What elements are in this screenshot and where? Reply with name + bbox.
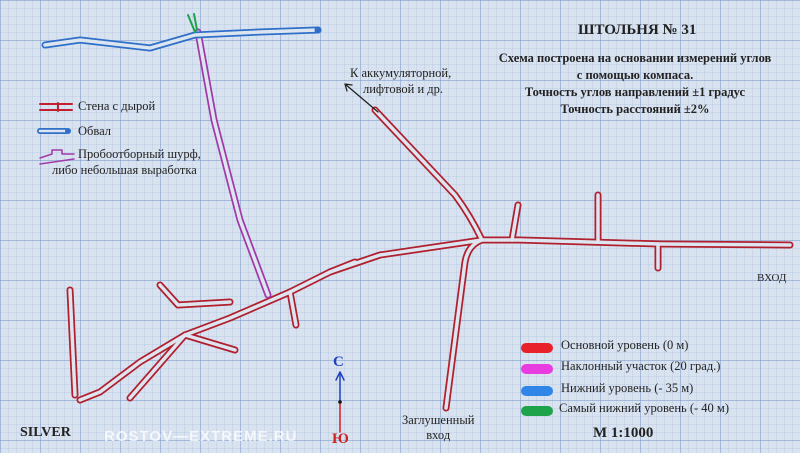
direction-arrow-icon xyxy=(344,83,379,113)
description-line: с помощью компаса. xyxy=(576,68,694,82)
level-swatch-lowest xyxy=(521,406,553,416)
compass-icon xyxy=(335,371,345,433)
level-label: Нижний уровень (- 35 м) xyxy=(561,381,694,395)
description-line: Точность углов направлений ±1 градус xyxy=(524,85,746,99)
level-label: Основной уровень (0 м) xyxy=(561,338,689,352)
map-scale: М 1:1000 xyxy=(593,425,654,441)
level-swatch-lower xyxy=(521,386,553,396)
map-title: ШТОЛЬНЯ № 31 xyxy=(578,22,697,38)
to-battery-line: К аккумуляторной, xyxy=(350,66,452,80)
compass-north: С xyxy=(333,354,344,370)
lower-level-tunnels xyxy=(41,26,322,52)
to-battery-label: К аккумуляторной, лифтовой и др. xyxy=(350,65,451,97)
incline-tunnel xyxy=(194,28,272,299)
blocked-entrance-label: Заглушенный вход xyxy=(402,413,474,443)
test-pit-icon xyxy=(39,149,75,165)
to-battery-line: лифтовой и др. xyxy=(363,82,444,96)
author-signature: SILVER xyxy=(20,425,71,440)
blocked-entrance-line: Заглушенный xyxy=(402,413,475,427)
lowest-level-tunnel xyxy=(187,13,198,33)
entrance-label: ВХОД xyxy=(757,272,787,284)
description-line: Схема построена на основании измерений у… xyxy=(498,51,772,65)
map-description: Схема построена на основании измерений у… xyxy=(470,50,800,118)
legend-test-pit-2: либо небольшая выработка xyxy=(52,163,197,177)
description-line: Точность расстояний ±2% xyxy=(560,102,710,116)
collapse-icon xyxy=(314,26,322,34)
level-swatch-incline xyxy=(521,364,553,374)
legend-symbols xyxy=(37,102,75,165)
level-swatch-main xyxy=(521,343,553,353)
watermark: ROSTOV—EXTREME.RU xyxy=(104,428,298,445)
level-label: Наклонный участок (20 град.) xyxy=(561,359,721,373)
legend-wall-with-hole: Стена с дырой xyxy=(78,99,156,113)
level-label: Самый нижний уровень (- 40 м) xyxy=(559,401,730,415)
legend-test-pit: Пробоотборный шурф, xyxy=(78,147,201,161)
blocked-entrance-line: вход xyxy=(426,428,451,442)
legend-collapse: Обвал xyxy=(78,124,112,138)
compass-south: Ю xyxy=(332,431,349,447)
wall-with-hole-icon xyxy=(39,102,73,112)
